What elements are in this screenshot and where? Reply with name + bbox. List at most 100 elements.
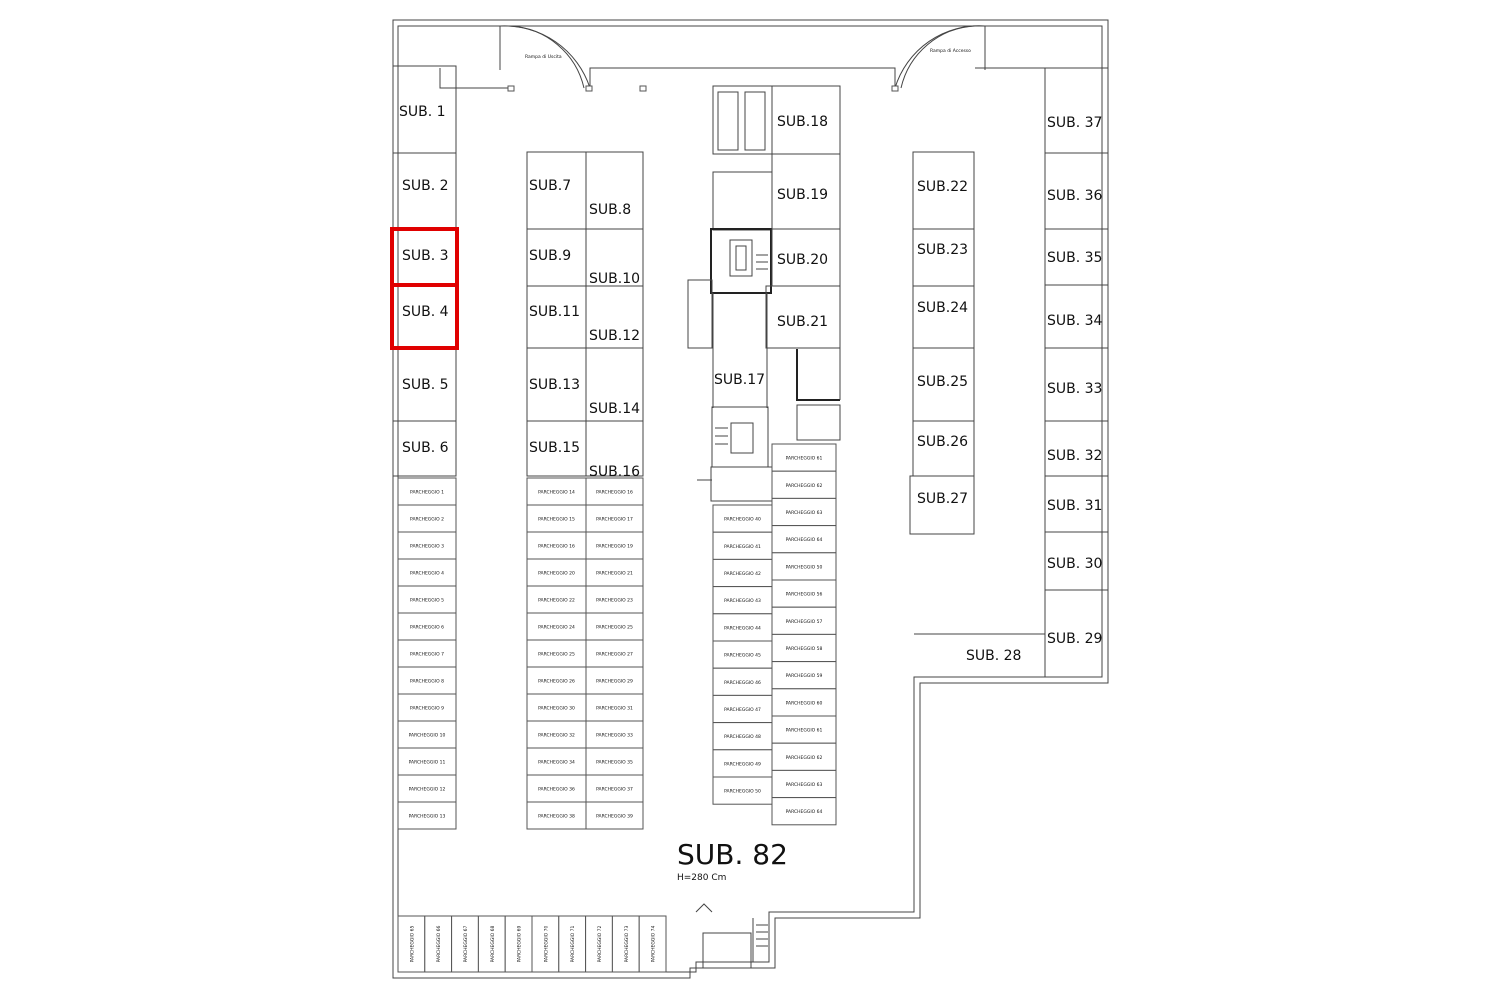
parking-stall bbox=[585, 774, 644, 803]
parking-stall-label: PARCHEGGIO 31 bbox=[596, 706, 633, 712]
parking-stall-label: PARCHEGGIO 7 bbox=[410, 652, 444, 658]
parking-stall-label: PARCHEGGIO 6 bbox=[410, 625, 444, 631]
parking-stall bbox=[585, 747, 644, 776]
parking-stall bbox=[771, 606, 837, 635]
parking-stall bbox=[585, 585, 644, 614]
ramp-entrance-label: Rampa di Accesso bbox=[930, 48, 971, 54]
ramp-exit: Rampa di Uscita bbox=[439, 25, 700, 89]
parking-stall-label: PARCHEGGIO 9 bbox=[410, 706, 444, 712]
unit-sub-34: SUB. 34 bbox=[1047, 313, 1103, 329]
parking-stall-label: PARCHEGGIO 57 bbox=[786, 619, 823, 625]
parking-stall bbox=[477, 915, 506, 973]
parking-stall-label: PARCHEGGIO 62 bbox=[786, 483, 823, 489]
highlight-sub-4 bbox=[390, 283, 459, 350]
center-left-units: SUB.7 SUB.8 SUB.9 SUB.10 SUB.11 SUB.12 S… bbox=[526, 151, 644, 480]
parking-stall-label: PARCHEGGIO 30 bbox=[538, 706, 575, 712]
unit-sub-13: SUB.13 bbox=[529, 377, 580, 393]
parking-stall-label: PARCHEGGIO 59 bbox=[786, 673, 823, 679]
unit-sub-18: SUB.18 bbox=[777, 114, 828, 130]
parking-stall bbox=[611, 915, 640, 973]
unit-sub-31: SUB. 31 bbox=[1047, 498, 1102, 514]
unit-sub-23: SUB.23 bbox=[917, 242, 968, 258]
parking-stall-label: PARCHEGGIO 45 bbox=[724, 653, 761, 659]
unit-sub-8: SUB.8 bbox=[589, 202, 631, 218]
parking-stall-label: PARCHEGGIO 11 bbox=[409, 760, 446, 766]
parking-stall-label: PARCHEGGIO 33 bbox=[596, 733, 633, 739]
parking-stall-label: PARCHEGGIO 70 bbox=[543, 925, 549, 962]
parking-stall bbox=[397, 801, 457, 830]
parking-stall-label: PARCHEGGIO 3 bbox=[410, 544, 444, 550]
unit-sub-28: SUB. 28 bbox=[966, 648, 1021, 664]
unit-sub-5: SUB. 5 bbox=[402, 377, 449, 393]
parking-stall-label: PARCHEGGIO 46 bbox=[724, 680, 761, 686]
parking-stall-label: PARCHEGGIO 17 bbox=[596, 517, 633, 523]
parking-stall bbox=[771, 769, 837, 799]
ramp-exit-label: Rampa di Uscita bbox=[525, 54, 562, 60]
parking-stall bbox=[585, 504, 644, 533]
parking-stall-label: PARCHEGGIO 62 bbox=[786, 755, 823, 761]
parking-stall bbox=[771, 552, 837, 581]
parking-stall-label: PARCHEGGIO 73 bbox=[624, 925, 630, 962]
parking-stall bbox=[585, 693, 644, 722]
parking-stall-label: PARCHEGGIO 4 bbox=[410, 571, 444, 577]
unit-sub-29: SUB. 29 bbox=[1047, 631, 1102, 647]
parking-stall bbox=[771, 633, 837, 663]
main-area-label: SUB. 82 bbox=[677, 838, 788, 871]
unit-sub-17: SUB.17 bbox=[714, 372, 765, 388]
parking-stall-label: PARCHEGGIO 40 bbox=[724, 517, 761, 523]
parking-stall-label: PARCHEGGIO 49 bbox=[724, 761, 761, 767]
unit-sub-22: SUB.22 bbox=[917, 179, 968, 195]
parking-stall bbox=[526, 585, 587, 614]
unit-sub-14: SUB.14 bbox=[589, 401, 640, 417]
parking-stall bbox=[712, 504, 773, 533]
parking-stall-label: PARCHEGGIO 64 bbox=[786, 809, 823, 815]
parking-stall-label: PARCHEGGIO 2 bbox=[410, 517, 444, 523]
parking-stall-label: PARCHEGGIO 20 bbox=[538, 571, 575, 577]
parking-stall bbox=[526, 801, 587, 830]
unit-sub-27: SUB.27 bbox=[917, 491, 968, 507]
parking-stall-label: PARCHEGGIO 61 bbox=[786, 456, 823, 462]
parking-stall bbox=[526, 639, 587, 668]
parking-stall-label: PARCHEGGIO 68 bbox=[490, 925, 496, 962]
column-marker bbox=[639, 85, 647, 92]
parking-stall bbox=[585, 639, 644, 668]
unit-sub-24: SUB.24 bbox=[917, 300, 968, 316]
unit-sub-37: SUB. 37 bbox=[1047, 115, 1102, 131]
parking-stall-label: PARCHEGGIO 25 bbox=[538, 652, 575, 658]
parking-stall-label: PARCHEGGIO 15 bbox=[538, 517, 575, 523]
parking-stall-label: PARCHEGGIO 24 bbox=[538, 625, 575, 631]
parking-stall-label: PARCHEGGIO 27 bbox=[596, 652, 633, 658]
parking-stall bbox=[424, 915, 453, 973]
unit-sub-21: SUB.21 bbox=[777, 314, 828, 330]
bottom-stair bbox=[695, 903, 768, 969]
parking-stall-label: PARCHEGGIO 64 bbox=[786, 537, 823, 543]
parking-stall-label: PARCHEGGIO 74 bbox=[651, 925, 657, 962]
parking-stall-label: PARCHEGGIO 43 bbox=[724, 598, 761, 604]
parking-stall-label: PARCHEGGIO 58 bbox=[786, 646, 823, 652]
unit-sub-6: SUB. 6 bbox=[402, 440, 449, 456]
parking-stall bbox=[585, 666, 644, 695]
unit-sub-25: SUB.25 bbox=[917, 374, 968, 390]
parking-stall-label: PARCHEGGIO 61 bbox=[786, 728, 823, 734]
parking-stall-label: PARCHEGGIO 72 bbox=[597, 925, 603, 962]
parking-stall bbox=[712, 640, 773, 669]
parking-stall-label: PARCHEGGIO 50 bbox=[724, 789, 761, 795]
parking-stall-label: PARCHEGGIO 39 bbox=[596, 814, 633, 820]
parking-stall bbox=[397, 720, 457, 749]
parking-stall-label: PARCHEGGIO 36 bbox=[538, 787, 575, 793]
unit-sub-36: SUB. 36 bbox=[1047, 188, 1103, 204]
unit-sub-35: SUB. 35 bbox=[1047, 250, 1102, 266]
parking-stall bbox=[771, 742, 837, 771]
parking-stall-label: PARCHEGGIO 42 bbox=[724, 571, 761, 577]
unit-sub-15: SUB.15 bbox=[529, 440, 580, 456]
parking-stall bbox=[771, 497, 837, 527]
right-center-units: SUB.22 SUB.23 SUB.24 SUB.25 SUB.26 SUB.2… bbox=[909, 151, 975, 535]
center-right-units: SUB.18 SUB.19 SUB.20 SUB.21 bbox=[765, 85, 841, 441]
parking-stall-label: PARCHEGGIO 56 bbox=[786, 592, 823, 598]
parking-stall bbox=[638, 915, 667, 973]
unit-sub-33: SUB. 33 bbox=[1047, 381, 1102, 397]
